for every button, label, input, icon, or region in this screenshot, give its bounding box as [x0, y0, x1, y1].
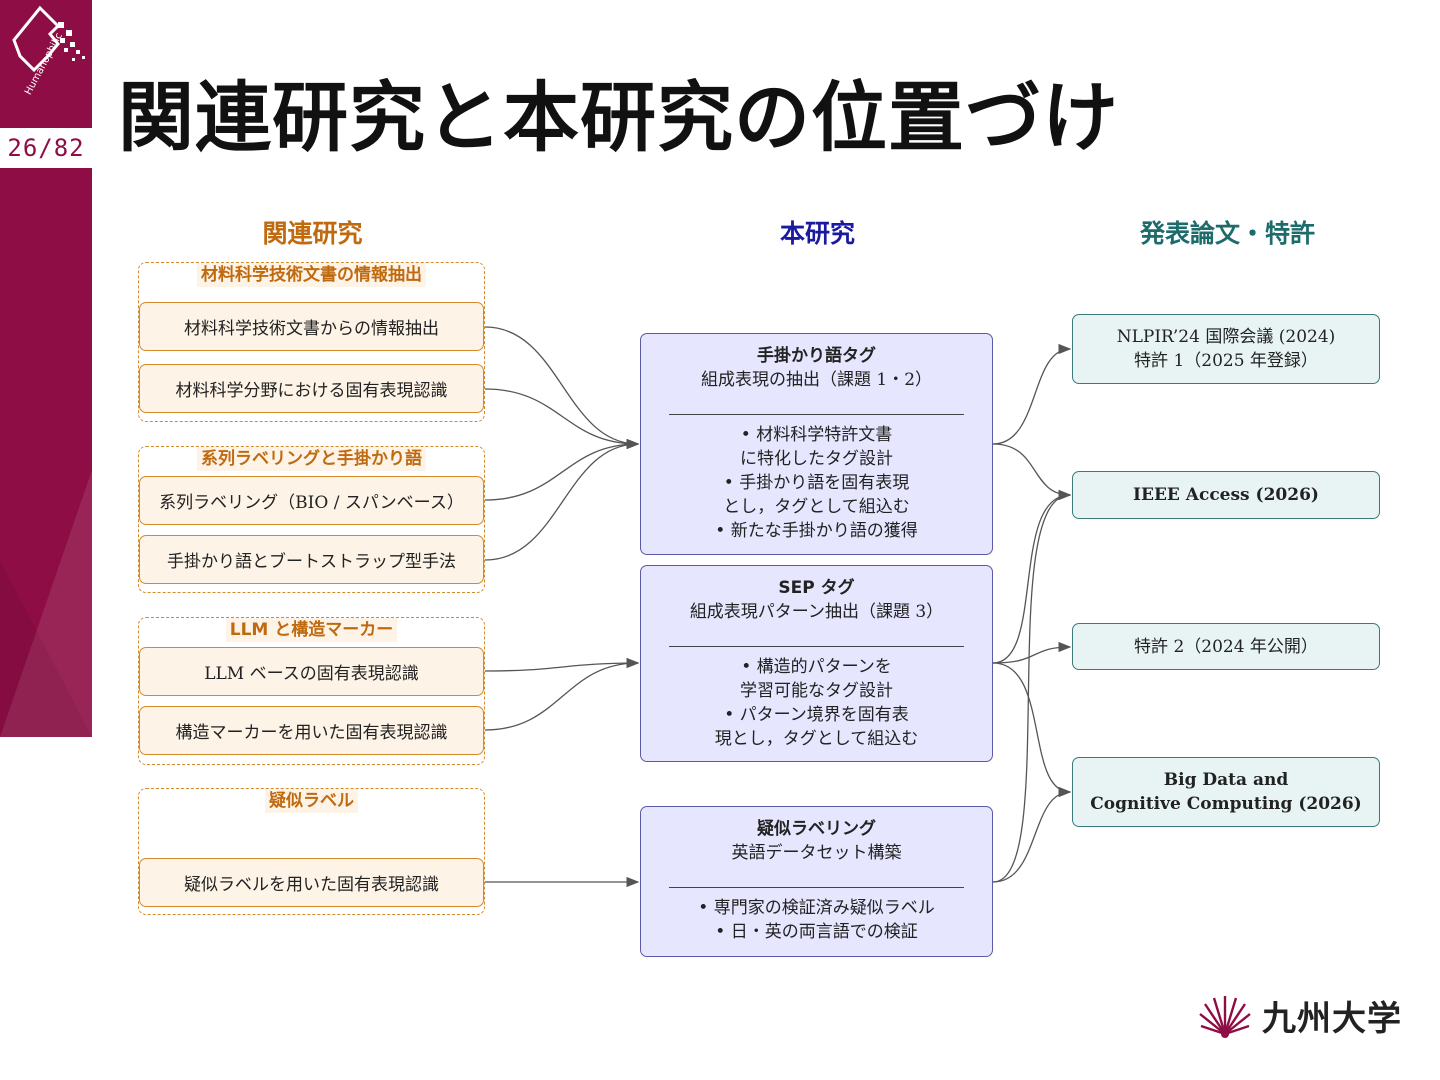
main-box-line: に特化したタグ設計 [740, 449, 893, 469]
publication-line: 特許 2（2024 年公開） [1134, 636, 1318, 657]
related-item: 構造マーカーを用いた固有表現認識 [139, 706, 484, 755]
divider [669, 887, 964, 888]
main-box-subtitle: 組成表現の抽出（課題 1・2） [700, 370, 933, 390]
arrow [484, 438, 640, 501]
arrow [992, 343, 1072, 445]
main-box-line: 現とし，タグとして組込む [714, 729, 919, 749]
university-name: 九州大学 [1262, 998, 1402, 1039]
related-item: 疑似ラベルを用いた固有表現認識 [139, 858, 484, 907]
related-group: 材料科学技術文書の情報抽出 [138, 262, 485, 422]
related-item: 系列ラベリング（BIO / スパンベース） [139, 476, 484, 525]
related-group: LLM と構造マーカー [138, 617, 485, 765]
publication-box: 特許 2（2024 年公開） [1072, 623, 1380, 670]
divider [669, 646, 964, 647]
group-title: 材料科学技術文書の情報抽出 [197, 263, 426, 287]
university-logo: 九州大学 [1198, 990, 1402, 1040]
divider [669, 414, 964, 415]
related-item: 手掛かり語とブートストラップ型手法 [139, 535, 484, 584]
arrow [992, 489, 1072, 883]
publication-box: Big Data and Cognitive Computing (2026) [1072, 757, 1380, 827]
publication-line: 特許 1（2025 年登録） [1134, 351, 1318, 371]
main-box-line: 学習可能なタグ設計 [740, 681, 893, 701]
arrow [992, 489, 1072, 664]
arrow [484, 326, 640, 450]
main-box-title: SEP タグ [778, 578, 855, 598]
publication-line: NLPIR’24 国際会議 (2024) [1116, 327, 1336, 347]
main-box-pseudo-labeling: 疑似ラベリング 英語データセット構築 • 専門家の検証済み疑似ラベル • 日・英… [640, 806, 993, 957]
related-item: 材料科学分野における固有表現認識 [139, 364, 484, 413]
group-title: 疑似ラベル [265, 789, 358, 813]
arrow [992, 786, 1072, 883]
sidebar-decoration [0, 470, 92, 737]
main-box-line: • 手掛かり語を固有表現 [723, 473, 910, 493]
related-item: LLM ベースの固有表現認識 [139, 647, 484, 696]
publication-box: NLPIR’24 国際会議 (2024) 特許 1（2025 年登録） [1072, 314, 1380, 384]
main-box-title: 疑似ラベリング [757, 819, 876, 839]
arrow [484, 657, 640, 672]
publication-line: Big Data and [1163, 770, 1289, 790]
column-header-main: 本研究 [779, 219, 855, 248]
main-box-line: • 日・英の両言語での検証 [715, 922, 918, 942]
main-box-line: • 専門家の検証済み疑似ラベル [698, 898, 935, 918]
main-box-subtitle: 組成表現パターン抽出（課題 3） [689, 602, 944, 622]
humanophilic-logo: Humanophilic [12, 5, 85, 97]
arrow [484, 388, 640, 450]
arrow [992, 443, 1072, 501]
main-box-line: • 材料科学特許文書 [740, 425, 893, 445]
arrow [992, 641, 1072, 664]
related-group: 系列ラベリングと手掛かり語 [138, 446, 485, 593]
main-box-subtitle: 英語データセット構築 [731, 843, 902, 863]
arrow [992, 662, 1072, 798]
main-box-line: • 新たな手掛かり語の獲得 [715, 521, 918, 541]
slide-title: 関連研究と本研究の位置づけ [118, 73, 1119, 162]
column-header-related: 関連研究 [262, 219, 363, 248]
main-box-cue-word-tag: 手掛かり語タグ 組成表現の抽出（課題 1・2） • 材料科学特許文書 に特化した… [640, 333, 993, 555]
arrow [484, 438, 640, 561]
main-box-sep-tag: SEP タグ 組成表現パターン抽出（課題 3） • 構造的パターンを 学習可能な… [640, 565, 993, 762]
main-box-title: 手掛かり語タグ [757, 346, 876, 366]
group-title: 系列ラベリングと手掛かり語 [197, 447, 426, 471]
page-number: 26/82 [0, 128, 92, 168]
main-box-line: • 構造的パターンを [741, 657, 892, 677]
main-box-line: とし，タグとして組込む [723, 497, 910, 517]
arrow [484, 657, 640, 731]
sidebar-decoration [0, 560, 92, 737]
publication-line: IEEE Access (2026) [1133, 485, 1319, 505]
university-emblem-icon [1199, 996, 1251, 1038]
publication-box: IEEE Access (2026) [1072, 471, 1380, 519]
related-group: 疑似ラベル [138, 788, 485, 915]
publication-line: Cognitive Computing (2026) [1090, 794, 1362, 814]
group-title: LLM と構造マーカー [225, 618, 398, 642]
related-item: 材料科学技術文書からの情報抽出 [139, 302, 484, 351]
main-box-line: • パターン境界を固有表 [724, 705, 909, 725]
column-header-pubs: 発表論文・特許 [1139, 219, 1315, 248]
sidebar: Humanophilic [0, 0, 92, 737]
